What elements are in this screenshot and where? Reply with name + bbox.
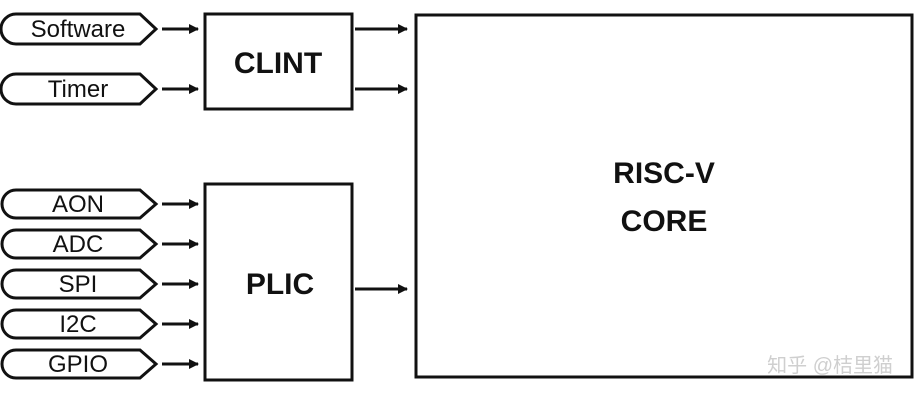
- source-label: GPIO: [48, 351, 108, 378]
- core-block: RISC-V CORE: [414, 13, 914, 379]
- source-pill-shape: [0, 308, 159, 340]
- source-timer: Timer: [0, 72, 159, 106]
- source-spi: SPI: [0, 268, 159, 300]
- source-pill-shape: [0, 228, 159, 260]
- plic-box: [203, 182, 354, 382]
- plic-label: PLIC: [246, 268, 314, 301]
- clint-label: CLINT: [234, 47, 322, 80]
- source-adc: ADC: [0, 228, 159, 260]
- clint-block: CLINT: [203, 12, 354, 111]
- source-software: Software: [0, 12, 159, 46]
- source-label: AON: [52, 191, 104, 218]
- source-i2c: I2C: [0, 308, 159, 340]
- core-box: [414, 13, 914, 379]
- source-label: SPI: [59, 271, 98, 298]
- source-pill-shape: [0, 72, 159, 106]
- clint-box: [203, 12, 354, 111]
- source-label: ADC: [53, 231, 104, 258]
- watermark-text: 知乎 @桔里猫: [767, 354, 893, 377]
- source-pill-shape: [0, 12, 159, 46]
- source-pill-shape: [0, 348, 159, 380]
- source-label: Software: [31, 16, 126, 43]
- source-label: Timer: [48, 76, 108, 103]
- plic-block: PLIC: [203, 182, 354, 382]
- source-gpio: GPIO: [0, 348, 159, 380]
- core-label-line1: RISC-V: [613, 157, 715, 190]
- source-pill-shape: [0, 268, 159, 300]
- source-pill-shape: [0, 188, 159, 220]
- source-label: I2C: [59, 311, 96, 338]
- core-label-line2: CORE: [621, 205, 708, 238]
- source-aon: AON: [0, 188, 159, 220]
